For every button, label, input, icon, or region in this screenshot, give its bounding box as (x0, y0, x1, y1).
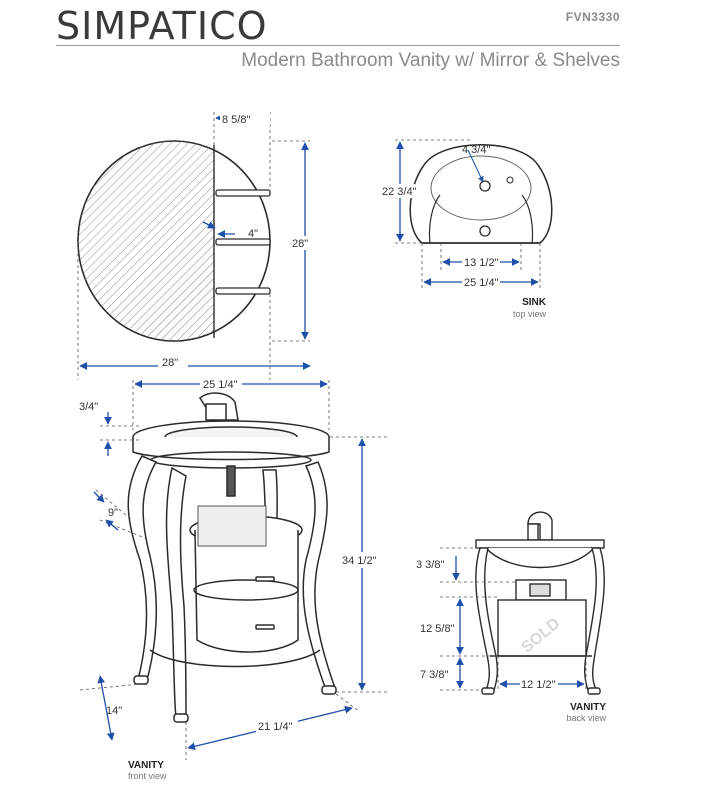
model-number: FVN3330 (565, 10, 620, 24)
header-rule (56, 45, 620, 46)
sink-top-view (409, 144, 553, 244)
mirror-shelf-middle (215, 238, 271, 246)
sink-inner-dim: 13 1/2" (464, 257, 499, 269)
sink-label: SINK (522, 297, 547, 308)
vanity-front-view (127, 392, 337, 723)
back-dim-d: 12 1/2" (521, 679, 556, 691)
vanity-back-view (475, 511, 605, 695)
vanity-front-sublabel: front view (128, 771, 167, 781)
vanity-base-dim: 21 1/4" (258, 721, 293, 733)
sink-depth-dim: 22 3/4" (382, 186, 417, 198)
sink-sublabel: top view (513, 309, 547, 319)
vanity-height-dim: 34 1/2" (342, 555, 377, 567)
mirror-shelf-top (215, 189, 271, 197)
mirror-shelf-dim: 4" (248, 228, 258, 240)
vanity-top-width-dim: 25 1/4" (203, 379, 238, 391)
vanity-front-label: VANITY (128, 760, 164, 771)
back-dim-a: 3 3/8" (416, 559, 444, 571)
mirror-depth-dim: 8 5/8" (222, 114, 250, 126)
product-subtitle: Modern Bathroom Vanity w/ Mirror & Shelv… (241, 50, 620, 71)
vanity-back-label: VANITY (570, 702, 606, 713)
sink-width-dim: 25 1/4" (464, 277, 499, 289)
mirror-drawing (77, 140, 271, 342)
back-dim-b: 12 5/8" (420, 623, 455, 635)
vanity-top-thickness-dim: 3/4" (79, 401, 98, 413)
mirror-height-dim: 28" (292, 238, 308, 250)
product-title: SIMPATICO (56, 4, 268, 48)
vanity-offset-dim: 9" (108, 507, 118, 519)
vanity-back-sublabel: back view (566, 713, 606, 723)
back-dim-c: 7 3/8" (420, 669, 448, 681)
mirror-width-dim: 28" (162, 357, 178, 369)
sink-hole-dim: 4 3/4" (462, 144, 490, 156)
mirror-shelf-bottom (215, 287, 271, 295)
vanity-depth-dim: 14" (106, 705, 122, 717)
